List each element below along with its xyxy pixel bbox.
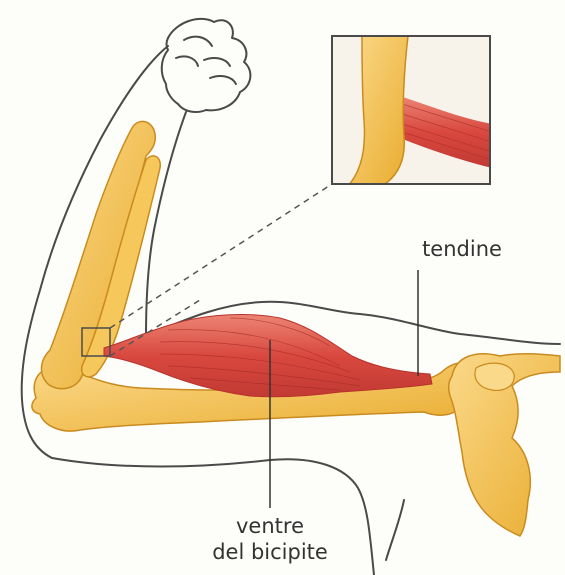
biceps-muscle (104, 315, 432, 397)
inset-magnified-view (332, 36, 492, 186)
tendon-label: tendine (392, 236, 532, 262)
biceps-belly-label-line2: del bicipite (180, 539, 360, 565)
biceps-belly-label: ventre del bicipite (180, 513, 360, 565)
biceps-belly-label-line1: ventre (180, 513, 360, 539)
